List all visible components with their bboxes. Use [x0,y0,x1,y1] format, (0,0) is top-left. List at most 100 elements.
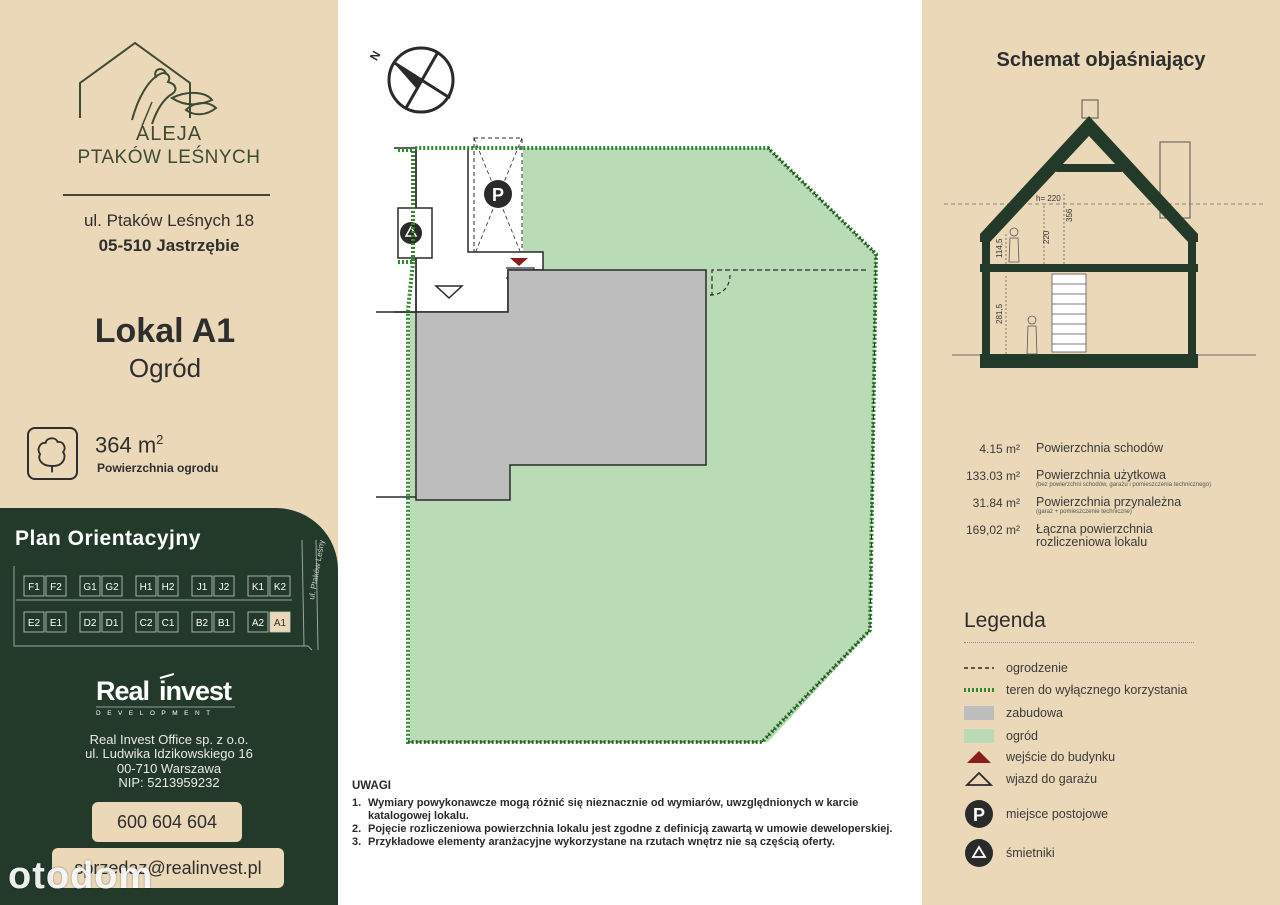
legend-item-garage: wjazd do garażu [922,765,1280,793]
lot-label-g2: G2 [105,582,119,593]
house-section-diagram: h= 220 356 220 114,5 281,5 [944,99,1264,368]
stat-usable-area: 133.03 m² Powierzchnia użytkowa (bez pow… [965,468,1212,489]
mini-plan-top-row: F1 F2 G1 G2 H1 H2 J1 J2 K1 K2 [23,575,291,597]
north-arrow-icon: N [367,46,455,114]
logo-invest-text: invest [159,676,232,706]
lot-label-d1: D1 [106,618,119,629]
lot-b1 [213,611,235,633]
logo-line-2: PTAKÓW LEŚNYCH [77,147,261,168]
logo-line-1: ALEJA [135,123,203,145]
lot-label-f2: F2 [50,582,62,593]
dim-281: 281,5 [995,303,1004,324]
lot-g2 [101,575,123,597]
lot-g1 [79,575,101,597]
note-item: 3. Przykładowe elementy aranżacyjne wyko… [352,836,835,848]
lot-b2 [191,611,213,633]
garden-area-label: Powierzchnia ogrodu [97,461,219,475]
email-link[interactable]: sprzedaz@realinvest.pl [52,848,284,888]
lot-label-e1: E1 [50,618,63,629]
legend-item-fence: ogrodzenie [964,661,1068,675]
unit-title: Lokal A1 [94,312,236,350]
lot-label-b2: B2 [196,618,209,629]
legend-item-building: zabudowa [922,699,1280,727]
lot-label-c2: C2 [140,618,153,629]
address-city: 05-510 Jastrzębie [98,236,240,255]
lot-label-k2: K2 [274,582,287,593]
orientation-plan-title: Plan Orientacyjny [15,527,201,550]
person-silhouette [1008,227,1038,355]
unit-subtitle: Ogród [128,353,202,383]
stat-total-area: 169,02 m² Łączna powierzchnia rozliczeni… [965,522,1153,549]
site-plan-area: N P [338,0,922,905]
notes-section: UWAGI 1. Wymiary powykonawcze mogą różni… [352,780,912,849]
schema-title: Schemat objaśniający [996,49,1206,71]
legend-item-parking: P miejsce postojowe [922,800,1280,828]
building-footprint [415,269,707,501]
parking-icon: P [965,800,993,828]
bird-house-logo [79,41,218,127]
lot-e1 [45,611,67,633]
tree-icon [27,427,78,480]
note-item: 2. Pojęcie rozliczeniowa powierzchnia lo… [352,823,893,835]
lot-label-k1: K1 [252,582,265,593]
info-panel: ALEJA PTAKÓW LEŚNYCH ul. Ptaków Leśnych … [0,0,338,905]
lot-c2 [135,611,157,633]
lot-h1 [135,575,157,597]
address-street: ul. Ptaków Leśnych 18 [83,211,255,230]
legend-divider [964,642,1194,643]
parking-space: P [473,137,523,257]
lot-f2 [45,575,67,597]
legend-item-garden: ogród [922,722,1280,750]
logo-divider [63,194,270,196]
lot-h2 [157,575,179,597]
unit-site-plan: N P [367,46,879,744]
stat-additional-area: 31.84 m² Powierzchnia przynależna (garaż… [972,495,1182,516]
note-item: 1. Wymiary powykonawcze mogą różnić się … [352,797,859,822]
lot-label-j2: J2 [219,582,230,593]
company-city: 00-710 Warszawa [116,761,222,776]
lot-k2 [269,575,291,597]
notes-title: UWAGI [352,780,391,792]
lot-label-h1: H1 [140,582,153,593]
explanation-panel: Schemat objaśniający h= 220 356 [922,0,1280,905]
svg-text:P: P [492,185,504,205]
building-entry-marker [510,258,528,266]
legend-item-private: teren do wyłącznego korzystania [964,683,1188,697]
lot-j2 [213,575,235,597]
stat-stairs-area: 4.15 m² Powierzchnia schodów [979,441,1164,457]
garage-entry-marker [434,285,464,300]
lot-label-b1: B1 [218,618,231,629]
lot-label-e2: E2 [28,618,41,629]
lot-label-f1: F1 [28,582,40,593]
garden-area-value: 364 m2 [95,432,164,458]
dim-220: 220 [1042,230,1051,244]
mini-plan-street-label: ul. Ptaków Leśnych [307,540,328,600]
lot-label-j1: J1 [197,582,208,593]
phone-link[interactable]: 600 604 604 [92,802,242,842]
svg-text:P: P [973,805,985,825]
lot-label-g1: G1 [83,582,97,593]
lot-d1 [101,611,123,633]
lot-a2 [247,611,269,633]
lot-label-a2: A2 [252,618,265,629]
lot-label-h2: H2 [162,582,175,593]
lot-k1 [247,575,269,597]
north-label: N [367,48,383,63]
lot-label-a1: A1 [274,618,287,629]
company-street: ul. Ludwika Idzikowskiego 16 [85,746,253,761]
company-name: Real Invest Office sp. z o.o. [89,732,249,747]
lot-c1 [157,611,179,633]
lot-j1 [191,575,213,597]
legend-item-bins: śmietniki [922,839,1280,867]
otodom-watermark: otodom [8,855,154,897]
lot-a1 [269,611,291,633]
dim-attic-height: h= 220 [1036,194,1061,203]
lot-label-d2: D2 [84,618,97,629]
lot-f1 [23,575,45,597]
parking-icon [484,180,512,208]
dim-356: 356 [1065,208,1074,222]
legend-title: Legenda [964,609,1046,632]
real-invest-logo: Real invest DEVELOPMENT [96,673,235,717]
